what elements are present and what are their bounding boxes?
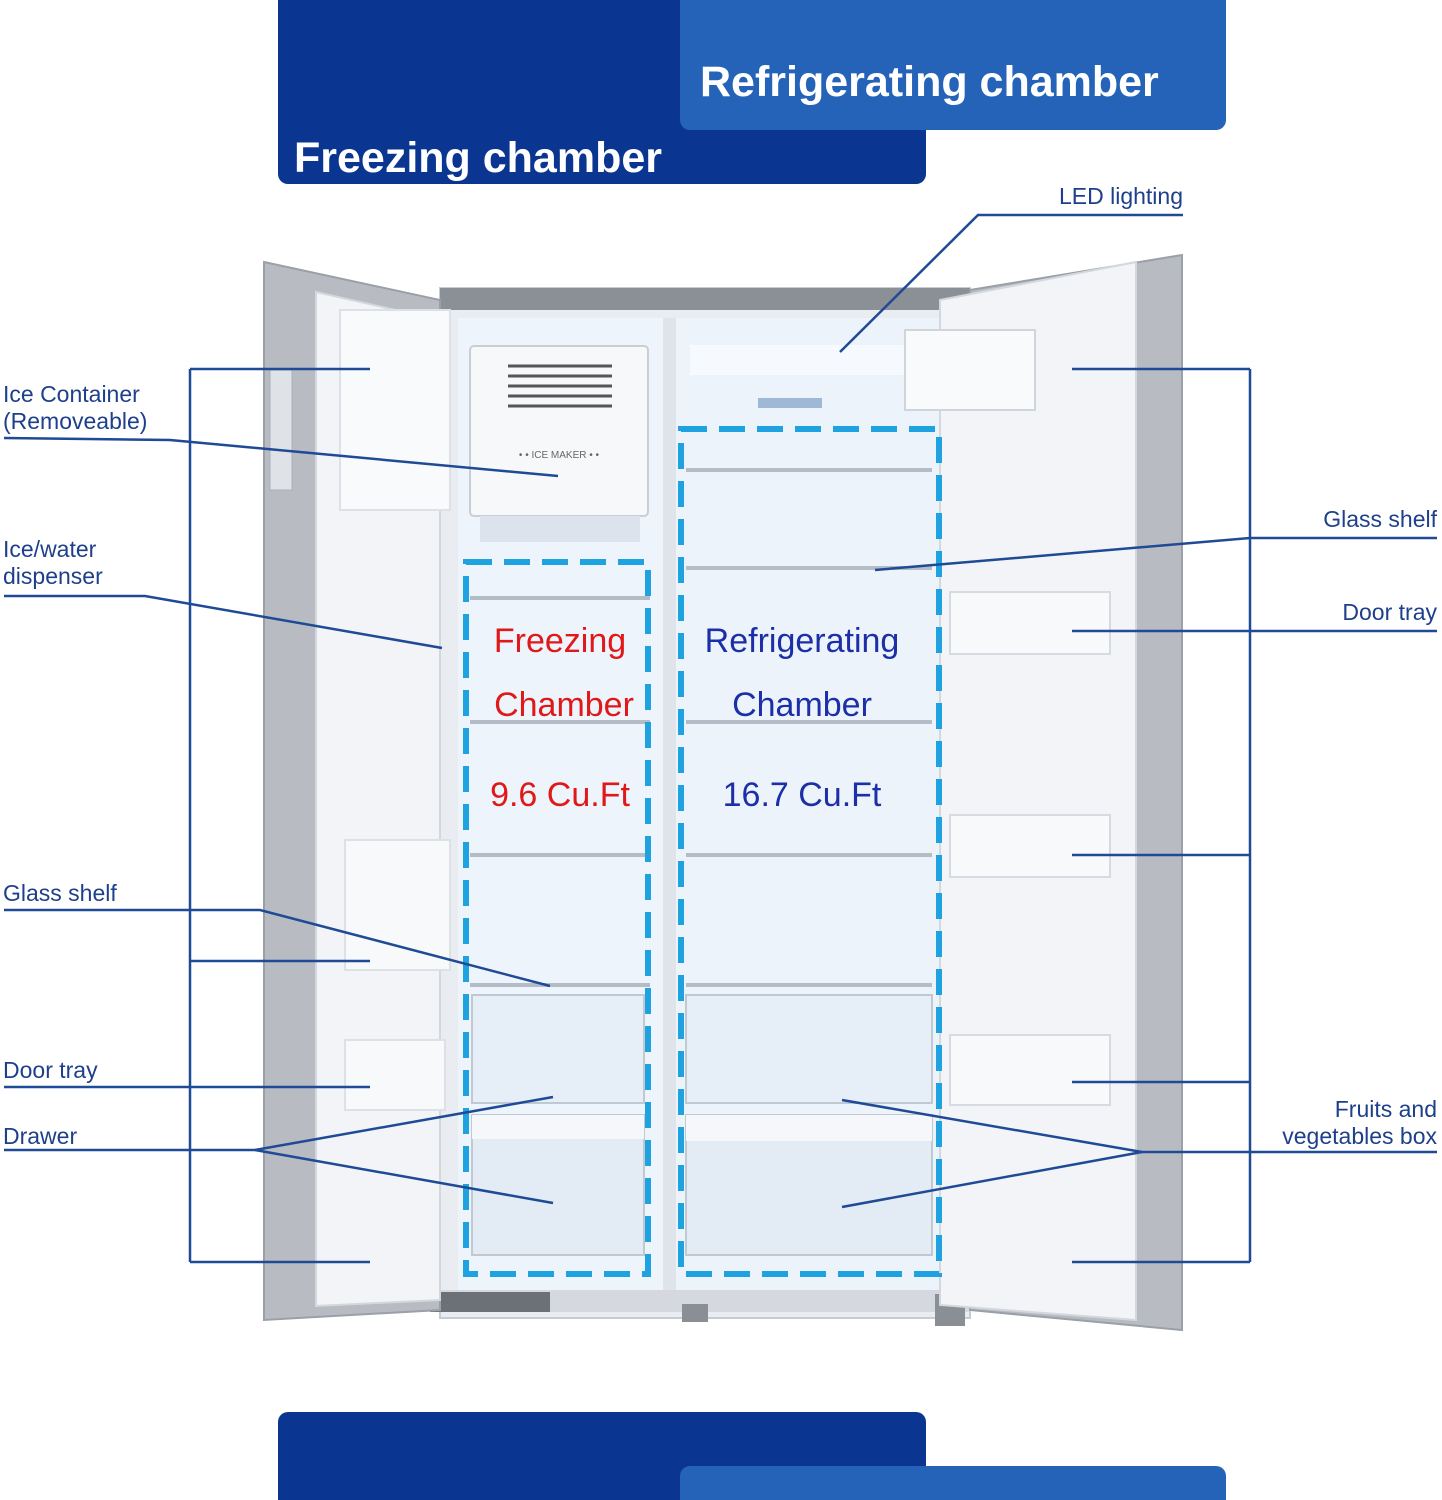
door-tray-right-label: Door tray [1342,599,1437,625]
ice-container-label: Ice Container (Removeable) [3,381,147,435]
callout-lines [3,213,1437,1264]
drawer-label: Drawer [3,1123,78,1149]
ice-maker: • • ICE MAKER • • [469,345,649,542]
left-door [263,260,451,1322]
fruits-vegetables-label: Fruits and vegetables box [1217,1096,1437,1150]
refrigerating-chamber-subtitle: Chamber [732,686,872,724]
refrigerating-chamber-title: Refrigerating [704,622,900,660]
refrigerating-chamber-outline [678,426,942,1277]
freezer-drawers [471,994,645,1256]
freezer-shelves [470,596,650,987]
led-lighting-label: LED lighting [1058,183,1183,209]
ice-water-dispenser-label-line1: Ice/water [3,536,97,562]
fridge-drawers [685,994,933,1256]
refrigerating-chamber-capacity: 16.7 Cu.Ft [722,776,882,814]
fruits-vegetables-label-line2: vegetables box [1282,1123,1437,1149]
door-tray-left-label: Door tray [3,1057,98,1083]
ice-water-dispenser-label-line2: dispenser [3,563,103,589]
refrigerating-banner-title: Refrigerating chamber [700,58,1159,106]
ice-container-label-line2: (Removeable) [3,408,148,434]
freezing-chamber-outline [463,559,651,1277]
freezing-chamber-title: Freezing [493,622,627,660]
glass-shelf-right-label: Glass shelf [1323,506,1437,532]
fridge-top [690,345,930,408]
freezing-chamber-capacity: 9.6 Cu.Ft [490,776,630,814]
right-door [904,253,1183,1332]
bottom-banner-light [680,1466,1226,1500]
fruits-vegetables-label-line1: Fruits and [1334,1096,1437,1122]
refrigerating-banner [680,0,1226,130]
ice-container-label-line1: Ice Container [3,381,140,407]
freezing-chamber-subtitle: Chamber [494,686,634,724]
ice-maker-label: • • ICE MAKER • • [519,450,600,461]
ice-water-dispenser-label: Ice/water dispenser [3,536,103,590]
glass-shelf-left-label: Glass shelf [3,880,117,906]
freezing-banner-title: Freezing chamber [294,134,662,182]
